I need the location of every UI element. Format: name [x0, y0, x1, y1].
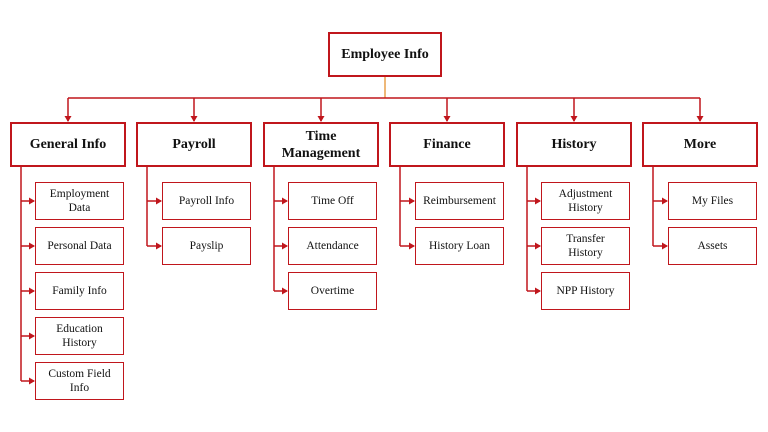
category-more: More: [642, 122, 758, 167]
item-family-info: Family Info: [35, 272, 124, 310]
item-custom-field-info: Custom Field Info: [35, 362, 124, 400]
item-arrowhead: [662, 197, 668, 205]
item-arrowhead: [282, 242, 288, 250]
item-arrowhead: [29, 332, 35, 340]
item-arrowhead: [409, 197, 415, 205]
item-arrowhead: [29, 287, 35, 295]
category-payroll: Payroll: [136, 122, 252, 167]
item-payroll-info: Payroll Info: [162, 182, 251, 220]
item-transfer-history: Transfer History: [541, 227, 630, 265]
item-arrowhead: [29, 377, 35, 385]
item-arrowhead: [535, 197, 541, 205]
item-arrowhead: [156, 197, 162, 205]
root-node: Employee Info: [328, 32, 442, 77]
item-time-off: Time Off: [288, 182, 377, 220]
item-education-history: Education History: [35, 317, 124, 355]
category-arrowhead: [570, 116, 578, 122]
item-arrowhead: [29, 197, 35, 205]
category-arrowhead: [696, 116, 704, 122]
category-arrowhead: [64, 116, 72, 122]
item-history-loan: History Loan: [415, 227, 504, 265]
category-time-management: Time Management: [263, 122, 379, 167]
category-arrowhead: [190, 116, 198, 122]
category-arrowhead: [317, 116, 325, 122]
item-overtime: Overtime: [288, 272, 377, 310]
item-arrowhead: [535, 242, 541, 250]
item-adjustment-history: Adjustment History: [541, 182, 630, 220]
item-arrowhead: [156, 242, 162, 250]
item-arrowhead: [662, 242, 668, 250]
item-my-files: My Files: [668, 182, 757, 220]
item-arrowhead: [409, 242, 415, 250]
category-finance: Finance: [389, 122, 505, 167]
item-reimbursement: Reimbursement: [415, 182, 504, 220]
category-history: History: [516, 122, 632, 167]
category-arrowhead: [443, 116, 451, 122]
item-npp-history: NPP History: [541, 272, 630, 310]
item-attendance: Attendance: [288, 227, 377, 265]
item-personal-data: Personal Data: [35, 227, 124, 265]
item-arrowhead: [29, 242, 35, 250]
item-employment-data: Employment Data: [35, 182, 124, 220]
item-payslip: Payslip: [162, 227, 251, 265]
item-arrowhead: [282, 197, 288, 205]
category-general-info: General Info: [10, 122, 126, 167]
item-arrowhead: [535, 287, 541, 295]
item-assets: Assets: [668, 227, 757, 265]
item-arrowhead: [282, 287, 288, 295]
